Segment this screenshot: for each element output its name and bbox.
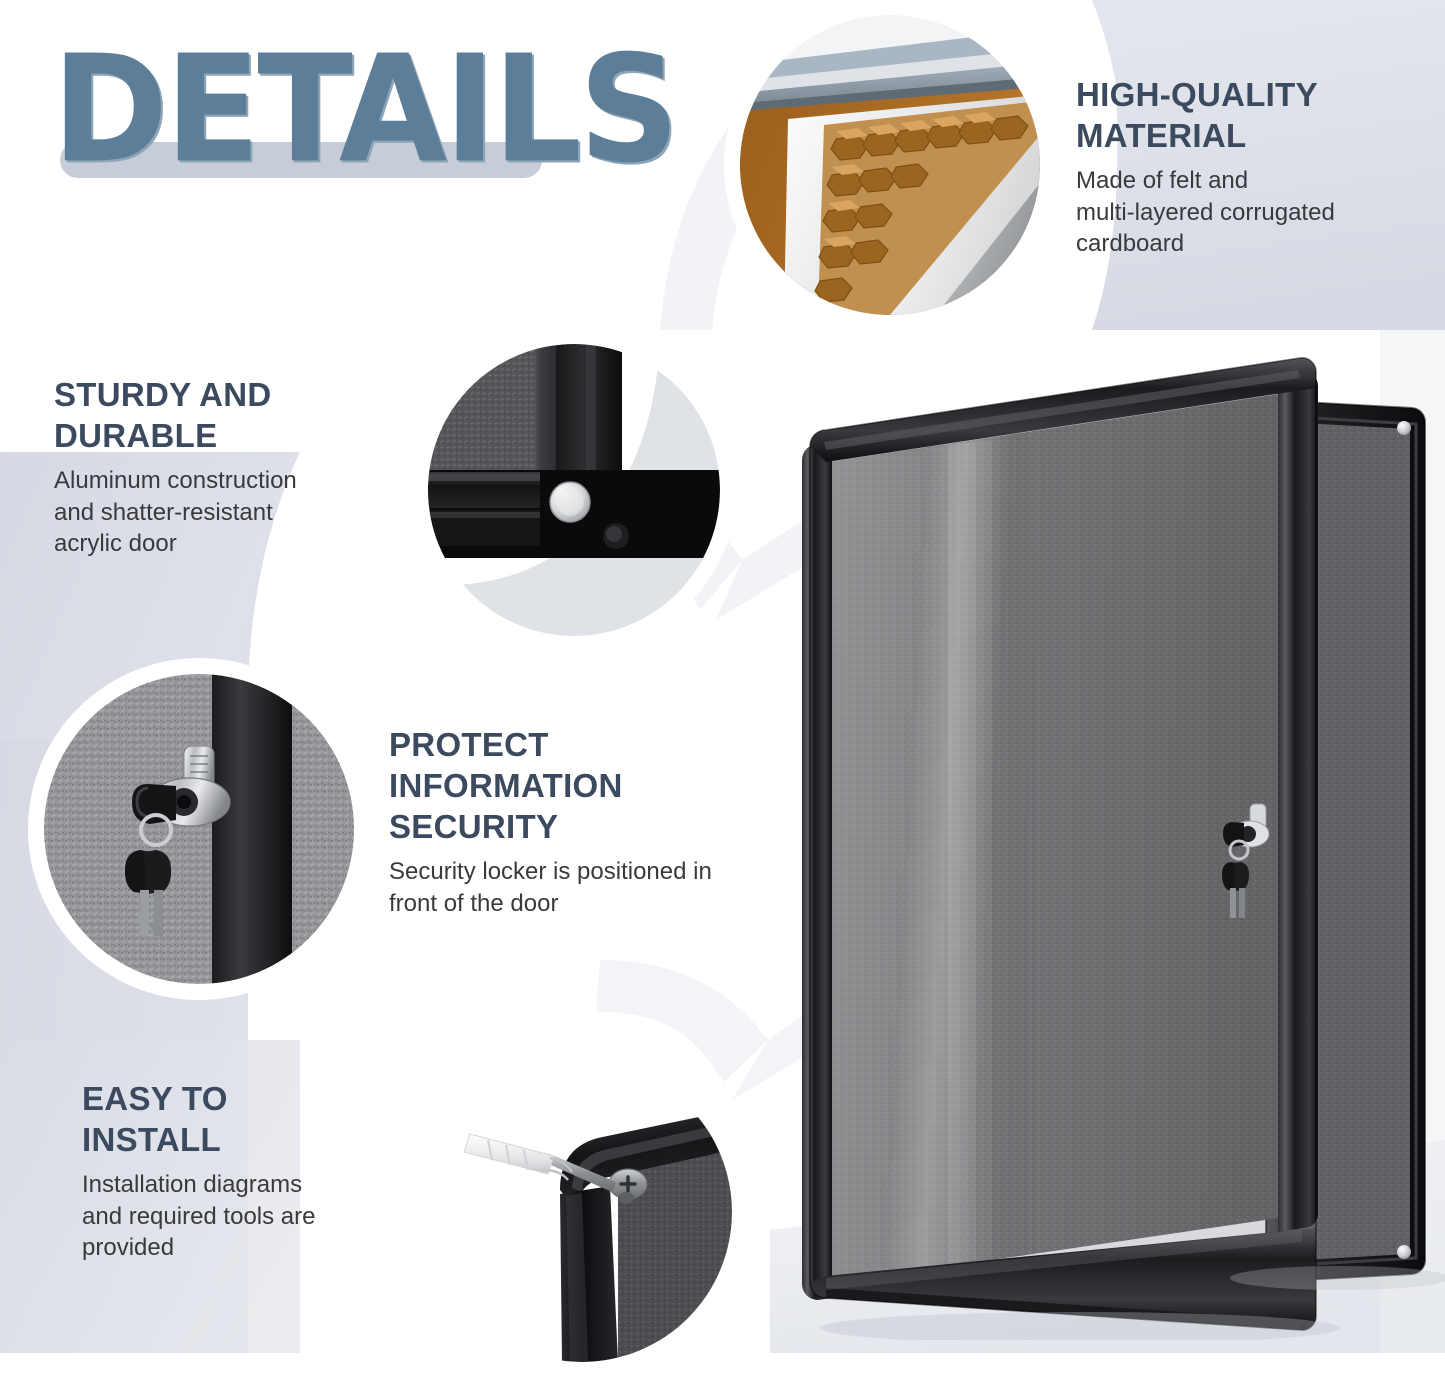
feature-body: Installation diagrams and required tools… xyxy=(82,1171,316,1261)
frame-corner-illustration xyxy=(428,344,720,636)
title-shadow-bar xyxy=(60,142,542,178)
page-title: DETAILS xyxy=(52,23,680,197)
product-notice-board xyxy=(780,330,1445,1344)
band-lower xyxy=(596,960,768,1082)
feature-sturdy-and-durable: STURDY AND DURABLE Aluminum construction… xyxy=(54,374,384,560)
panel-bottom-left xyxy=(0,1040,300,1353)
feature-protect-information-security: PROTECT INFORMATION SECURITY Security lo… xyxy=(389,724,759,919)
door-left-stile xyxy=(802,442,832,1300)
aluminum-frame-corner-photo xyxy=(428,344,720,636)
lock-illustration xyxy=(44,674,354,984)
wall-anchor xyxy=(463,1133,574,1181)
honeycomb-flutes xyxy=(814,101,1040,315)
hinge-rivet-bottom xyxy=(1397,1245,1411,1259)
feature-heading: EASY TO INSTALL xyxy=(82,1080,228,1158)
corrugated-cardboard-cross-section-photo xyxy=(740,15,1040,315)
cardboard-illustration xyxy=(740,15,1040,315)
feature-heading: HIGH-QUALITY MATERIAL xyxy=(1076,76,1318,154)
feature-body: Security locker is positioned in front o… xyxy=(389,858,712,917)
cam-lock-with-keys-photo xyxy=(44,674,354,984)
panel-top-right-body xyxy=(1092,0,1445,330)
feature-heading: PROTECT INFORMATION SECURITY xyxy=(389,726,623,845)
page-title-group: DETAILS xyxy=(52,36,680,186)
feature-high-quality-material: HIGH-QUALITY MATERIAL Made of felt and m… xyxy=(1076,74,1416,260)
hinge-rivet-top xyxy=(1397,421,1411,435)
feature-easy-to-install: EASY TO INSTALL Installation diagrams an… xyxy=(82,1078,382,1264)
board-acrylic-door xyxy=(802,357,1318,1331)
notice-board-render xyxy=(802,357,1445,1344)
door-right-stile xyxy=(1278,372,1318,1232)
door-lock xyxy=(1222,803,1270,918)
feature-body: Aluminum construction and shatter-resist… xyxy=(54,467,297,557)
feature-heading: STURDY AND DURABLE xyxy=(54,376,272,454)
wall-anchor-and-screw-photo xyxy=(432,1062,732,1362)
feature-body: Made of felt and multi-layered corrugate… xyxy=(1076,167,1335,257)
hanging-keys xyxy=(124,850,172,936)
install-illustration xyxy=(432,1062,732,1362)
